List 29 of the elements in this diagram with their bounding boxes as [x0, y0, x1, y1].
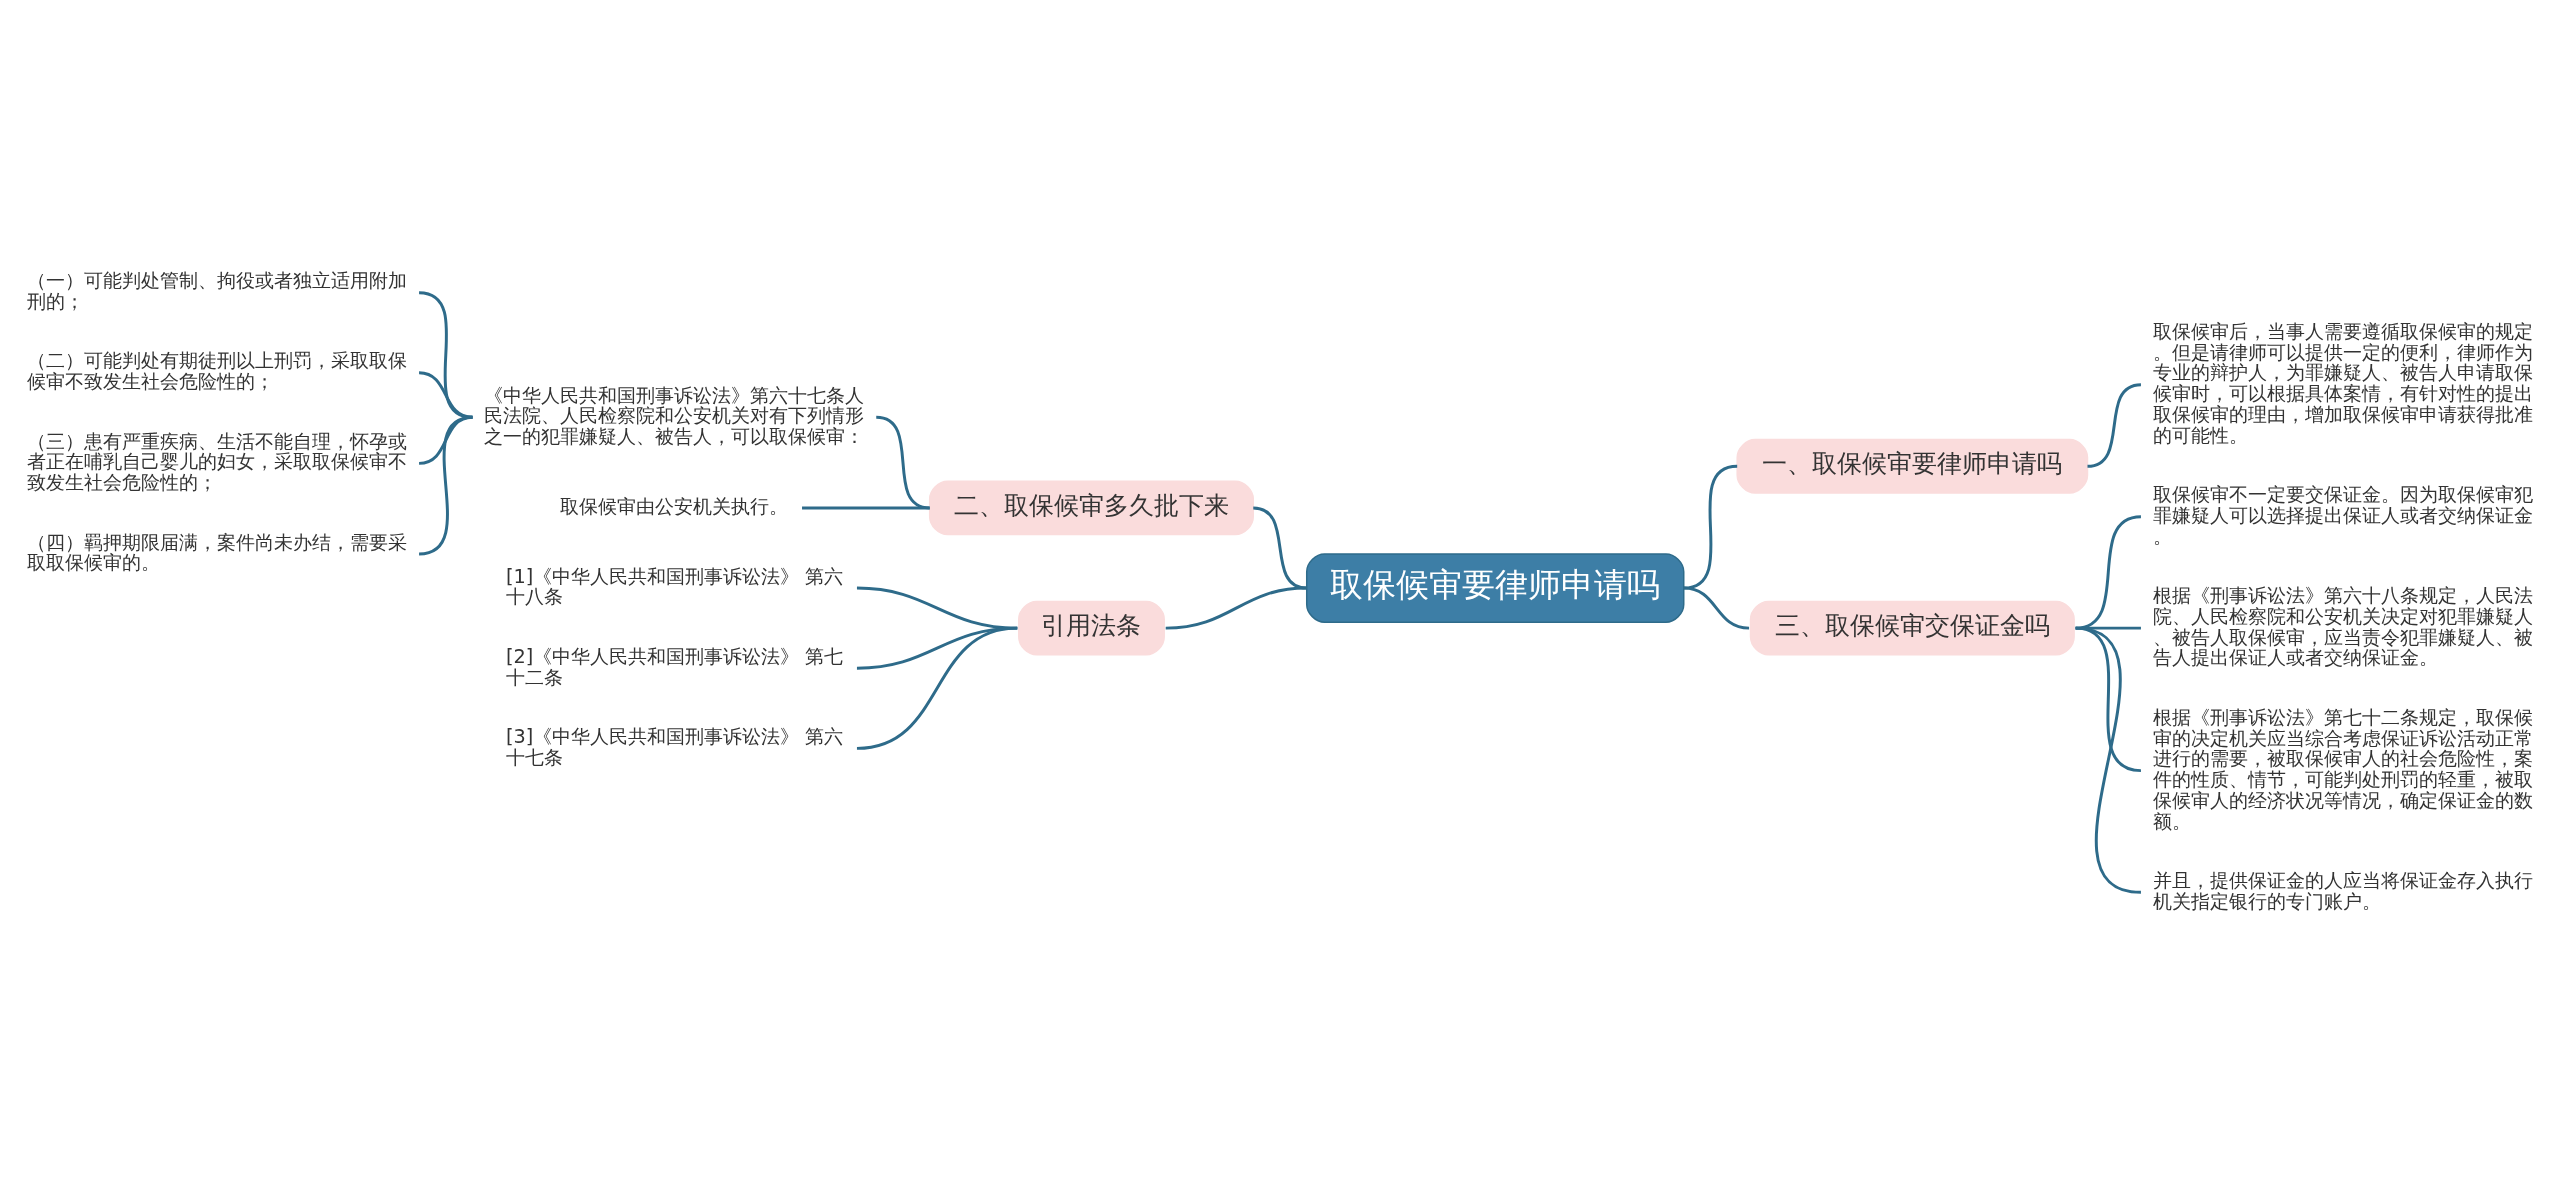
connector: [2075, 515, 2142, 630]
node-text: （一）可能判处管制、拘役或者独立适用附加刑的；: [27, 269, 408, 314]
connector: [856, 626, 1018, 750]
connector: [1683, 464, 1738, 590]
node-text: [1]《中华人民共和国刑事诉讼法》 第六十八条: [505, 564, 844, 609]
node-text: 取保候审后，当事人需要遵循取保候审的规定。但是请律师可以提供一定的便利，律师作为专业的辩护人，为罪嫌疑人、被告人申请取保候审时，可以根据具体案情，有针对性的提出取保候审的理由，增加取保候审申请获得批准的可能性。: [2152, 319, 2533, 447]
connector: [802, 506, 930, 510]
node-text: 取保候审由公安机关执行。: [560, 494, 789, 518]
connector: [1253, 506, 1307, 590]
node-text: （二）可能判处有期徒刑以上刑罚，采取取保候审不致发生社会危险性的；: [27, 349, 408, 394]
node-text: 取保候审不一定要交保证金。因为取保候审犯罪嫌疑人可以选择提出保证人或者交纳保证金。: [2152, 483, 2533, 548]
node-text: 《中华人民共和国刑事诉讼法》第六十七条人民法院、人民检察院和公安机关对有下列情形之一的犯罪嫌疑人、被告人，可以取保候审：: [484, 383, 865, 449]
node-box: 引用法条: [1018, 600, 1165, 656]
node-text: 根据《刑事诉讼法》第六十八条规定，人民法院、人民检察院和公安机关决定对犯罪嫌疑人、被告人取保候审，应当责令犯罪嫌疑人、被告人提出保证人或者交纳保证金。: [2152, 584, 2533, 670]
node-text: [2]《中华人民共和国刑事诉讼法》 第七十二条: [505, 644, 844, 689]
node-text: （三）患有严重疾病、生活不能自理，怀孕或者正在哺乳自己婴儿的妇女，采取取保候审不致发生社会危险性的；: [27, 429, 408, 495]
node-text: 根据《刑事诉讼法》第七十二条规定，取保候审的决定机关应当综合考虑保证诉讼活动正常进行的需要，被取保候审人的社会危险性，案件的性质、情节，可能判处刑罚的轻重，被取保候审人的经济状况等情况，确定保证金的数额。: [2152, 705, 2533, 833]
node-box: 取保候审要律师申请吗: [1306, 553, 1685, 623]
node-text: （四）羁押期限届满，案件尚未办结，需要采取取保候审的。: [27, 530, 408, 575]
connector: [2075, 626, 2142, 894]
connector: [418, 415, 473, 556]
node-box: 一、取保候审要律师申请吗: [1736, 438, 2089, 494]
node-text: [3]《中华人民共和国刑事诉讼法》 第六十七条: [505, 725, 844, 769]
node-box: 二、取保候审多久批下来: [928, 480, 1254, 536]
connector: [1683, 586, 1750, 630]
connector: [1165, 586, 1307, 630]
node-text: 并且，提供保证金的人应当将保证金存入执行机关指定银行的专门账户。: [2152, 869, 2533, 913]
node-box: 三、取保候审交保证金吗: [1749, 600, 2075, 656]
connector: [2087, 383, 2142, 468]
